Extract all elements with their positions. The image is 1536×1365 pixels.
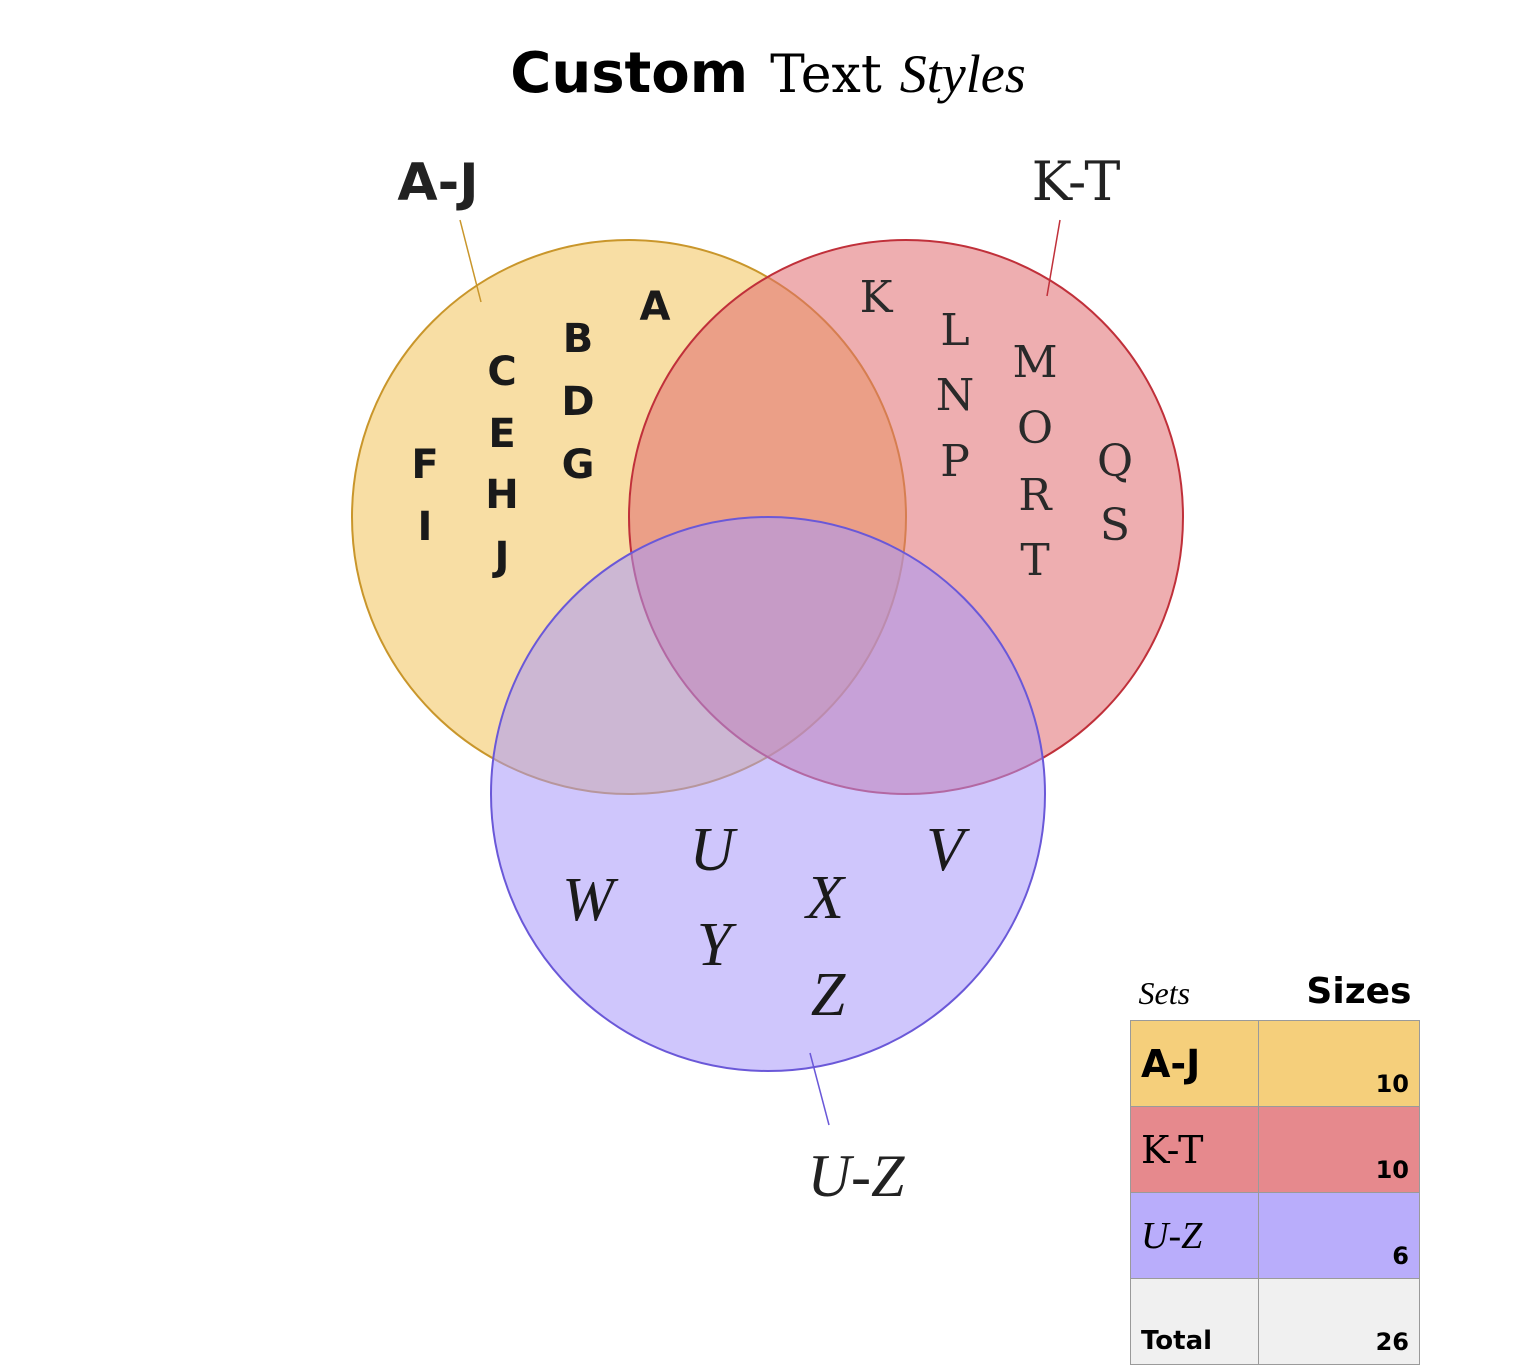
legend-row-total: Total 26: [1130, 1278, 1420, 1365]
element-o: O: [1017, 403, 1053, 454]
legend-set-name: A-J: [1130, 1020, 1259, 1107]
leader-line-u-z: [809, 1052, 830, 1126]
legend-total-value: 26: [1258, 1278, 1420, 1365]
element-x: X: [803, 864, 846, 932]
title-part-styles: Styles: [900, 44, 1026, 104]
legend-set-size: 10: [1258, 1106, 1420, 1193]
set-size-legend: Sets Sizes A-J 10 K-T 10 U-Z 6 Total 26: [1130, 948, 1420, 1365]
element-e: E: [488, 411, 515, 457]
element-c: C: [487, 349, 516, 395]
element-z: Z: [811, 961, 846, 1029]
element-h: H: [485, 472, 518, 518]
element-t: T: [1020, 535, 1049, 586]
set-label-u-z: U-Z: [808, 1143, 905, 1209]
set-label-k-t: K-T: [1032, 150, 1121, 213]
legend-header-row: Sets Sizes: [1131, 948, 1420, 1021]
element-m: M: [1012, 337, 1057, 388]
legend-row-k-t: K-T 10: [1130, 1106, 1420, 1193]
element-k: K: [860, 272, 894, 323]
legend-set-name: U-Z: [1130, 1192, 1259, 1279]
element-p: P: [940, 436, 970, 487]
leader-line-k-t: [1046, 219, 1061, 297]
element-s: S: [1100, 500, 1130, 551]
title-part-text: Text: [770, 45, 882, 105]
set-circle-u-z: [490, 516, 1046, 1072]
element-r: R: [1018, 470, 1053, 521]
element-l: L: [940, 305, 969, 356]
diagram-title: Custom Text Styles: [510, 41, 1026, 106]
element-a: A: [640, 284, 671, 330]
element-n: N: [936, 370, 975, 421]
legend-row-a-j: A-J 10: [1130, 1020, 1420, 1107]
element-v: V: [926, 816, 970, 884]
element-f: F: [411, 442, 438, 488]
legend-header-sets: Sets: [1138, 975, 1191, 1011]
element-i: I: [418, 504, 433, 550]
element-w: W: [562, 866, 619, 934]
element-g: G: [562, 442, 595, 488]
element-j: J: [492, 534, 510, 580]
legend-row-u-z: U-Z 6: [1130, 1192, 1420, 1279]
set-label-a-j: A-J: [397, 153, 478, 213]
legend-set-name: K-T: [1130, 1106, 1259, 1193]
title-part-custom: Custom: [510, 41, 748, 106]
element-u: U: [690, 816, 739, 884]
legend-set-size: 6: [1258, 1192, 1420, 1279]
element-y: Y: [697, 911, 737, 979]
legend-header-sizes: Sizes: [1306, 971, 1412, 1012]
legend-total-label: Total: [1130, 1278, 1259, 1365]
leader-line-a-j: [459, 219, 482, 303]
element-b: B: [563, 316, 594, 362]
legend-set-size: 10: [1258, 1020, 1420, 1107]
element-q: Q: [1097, 436, 1133, 487]
element-d: D: [561, 379, 594, 425]
legend-table: Sets Sizes A-J 10 K-T 10 U-Z 6 Total 26: [1130, 948, 1420, 1365]
